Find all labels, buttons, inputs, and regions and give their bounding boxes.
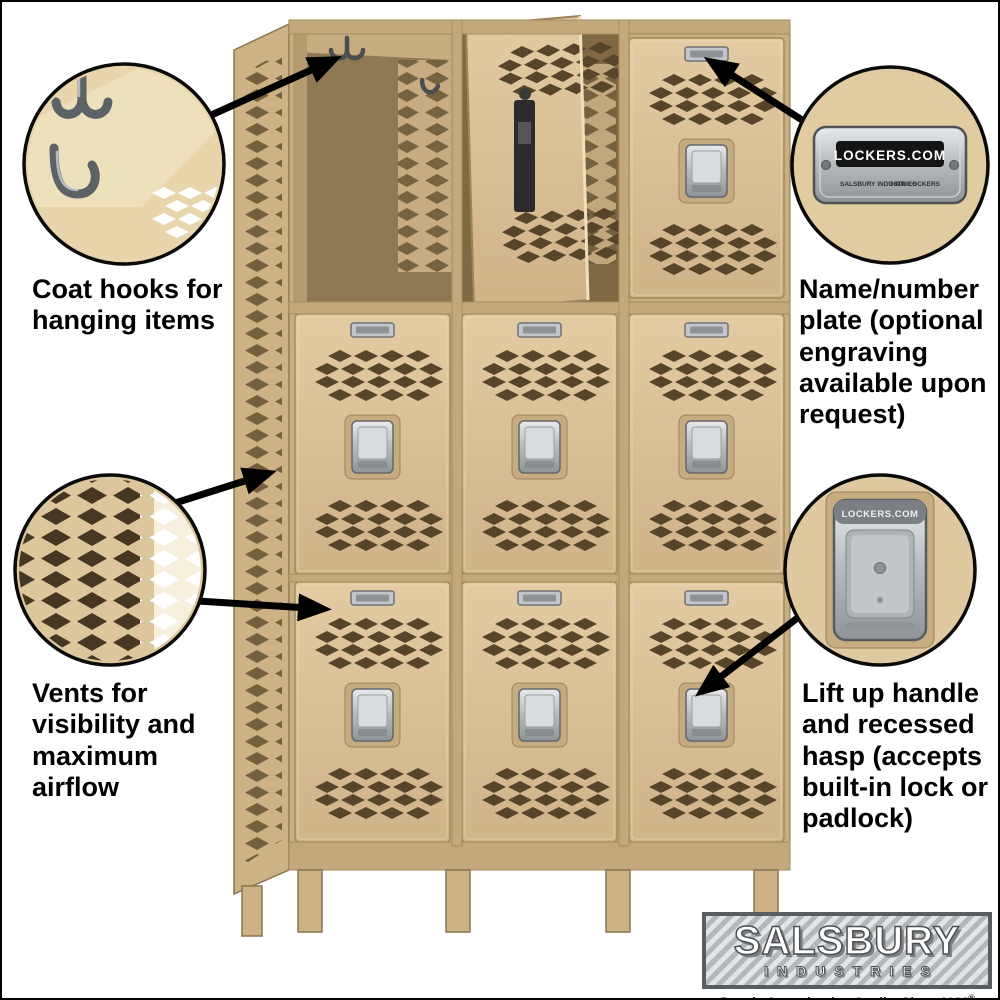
handle-callout: LOCKERS.COM [783, 473, 977, 667]
plate-phone-text: 1-800-LOCKERS [889, 181, 940, 188]
locker-door[interactable] [629, 582, 784, 842]
coat-hooks-label: Coat hooks for hanging items [32, 274, 223, 336]
callout-arrows [170, 56, 804, 697]
locker-cabinet [233, 14, 791, 937]
locker-side-panel [233, 22, 290, 896]
logo-brand-text: SALSBURY [733, 919, 961, 963]
locker-door[interactable] [462, 582, 617, 842]
name-plate-label: Name/number plate (optional engraving av… [799, 274, 987, 430]
name-plate-callout: LOCKERS.COM SALSBURY INDUSTRIES 1-800-LO… [790, 65, 990, 265]
salsbury-logo: SALSBURY INDUSTRIES People Committed to … [702, 912, 992, 1000]
salsbury-logo-box: SALSBURY INDUSTRIES [702, 912, 992, 989]
registered-mark: ® [967, 993, 975, 1000]
locker-door[interactable] [629, 314, 784, 574]
lift-handle-icon: LOCKERS.COM [825, 491, 935, 649]
vents-label: Vents for visibility and maximum airflow [32, 678, 196, 802]
locker-frame-strips [288, 19, 791, 871]
door-latch-mechanism [514, 88, 535, 212]
arrow-to-coat-hooks [205, 56, 342, 121]
handle-label: Lift up handle and recessed hasp (accept… [802, 678, 988, 834]
plate-brand-text: LOCKERS.COM [834, 148, 946, 163]
name-plate-icon: LOCKERS.COM SALSBURY INDUSTRIES 1-800-LO… [812, 125, 968, 205]
open-compartment-interior [293, 32, 454, 308]
handle-brand-text: LOCKERS.COM [842, 509, 919, 520]
locker-door[interactable] [295, 314, 450, 574]
coat-hooks-callout [22, 62, 226, 266]
vents-callout [13, 473, 207, 667]
logo-division-text: INDUSTRIES [764, 963, 939, 979]
plate-company-text: SALSBURY INDUSTRIES [840, 181, 917, 188]
logo-tagline-text: People Committed to Quality Since 1936 [719, 994, 968, 998]
locker-door[interactable] [462, 314, 617, 574]
arrow-to-side-vents [170, 467, 277, 508]
locker-door[interactable] [295, 582, 450, 842]
arrow-to-door-vents [181, 593, 332, 622]
arrow-to-name-plate [703, 57, 804, 123]
open-locker-door[interactable] [464, 14, 631, 312]
arrow-to-handle [694, 613, 803, 697]
logo-tagline: People Committed to Quality Since 1936® [702, 993, 992, 1000]
locker-door[interactable] [629, 38, 784, 298]
locker-legs [241, 869, 779, 937]
